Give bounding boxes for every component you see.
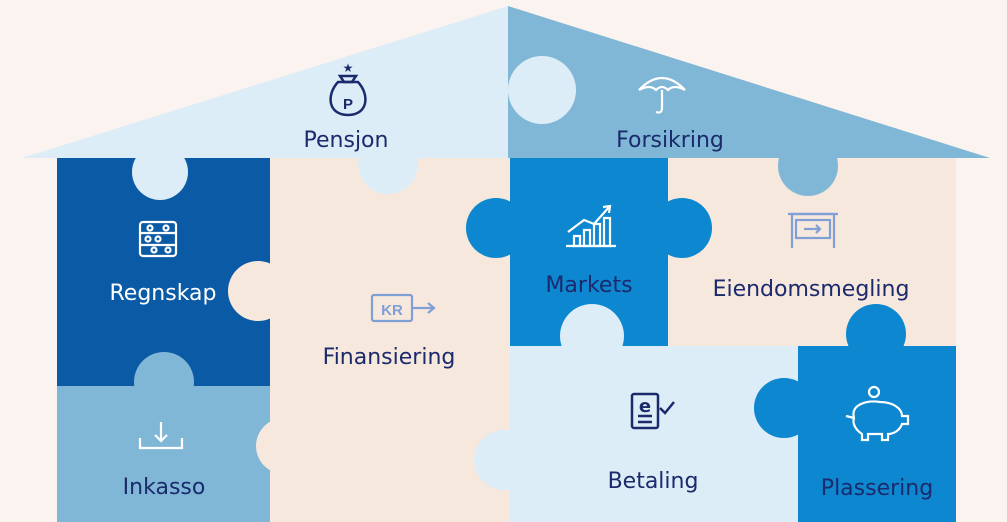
piggy-bank-icon <box>845 385 910 442</box>
knob-markets-right <box>652 198 712 258</box>
betaling-piece <box>510 346 798 522</box>
abacus-icon <box>138 220 178 258</box>
kr-transfer-icon-text: KR <box>381 302 403 319</box>
e-invoice-icon-text: e <box>639 396 651 417</box>
umbrella-icon <box>638 76 686 114</box>
knob-regnskap-top <box>132 144 188 200</box>
finansiering-label: Finansiering <box>323 345 456 370</box>
money-bag-icon: P ★ <box>329 61 367 117</box>
betaling-label: Betaling <box>608 469 699 494</box>
money-bag-icon-letter: P <box>343 96 353 113</box>
knob-betaling-left <box>474 430 534 490</box>
roof-left-pensjon-piece <box>22 6 508 158</box>
knob-inkasso-right <box>256 418 312 474</box>
e-invoice-icon <box>630 392 675 430</box>
regnskap-label: Regnskap <box>109 281 216 306</box>
growth-chart-icon <box>566 204 616 248</box>
knob-betaling-top <box>560 304 624 368</box>
real-estate-sign-icon <box>788 212 838 248</box>
roof-puzzle-knob <box>508 56 576 124</box>
kr-transfer-icon <box>370 293 436 323</box>
knob-inkasso-top <box>134 352 194 412</box>
knob-regnskap-right <box>228 261 288 321</box>
eiendomsmegling-label: Eiendomsmegling <box>713 277 910 302</box>
money-bag-icon-star: ★ <box>343 61 354 75</box>
pensjon-label: Pensjon <box>304 128 389 153</box>
knob-eiendom-top <box>778 136 838 196</box>
roof <box>22 6 990 158</box>
inkasso-label: Inkasso <box>123 475 206 500</box>
knob-plassering-top <box>846 304 906 364</box>
plassering-label: Plassering <box>821 476 933 501</box>
markets-label: Markets <box>545 273 632 298</box>
download-tray-icon <box>138 422 184 450</box>
puzzle-knobs <box>132 134 906 490</box>
knob-plassering-left <box>754 378 814 438</box>
roof-right-forsikring-piece <box>508 6 990 158</box>
knob-markets-left <box>466 198 526 258</box>
forsikring-label: Forsikring <box>616 128 724 153</box>
knob-pensjon-bottom <box>358 134 418 194</box>
